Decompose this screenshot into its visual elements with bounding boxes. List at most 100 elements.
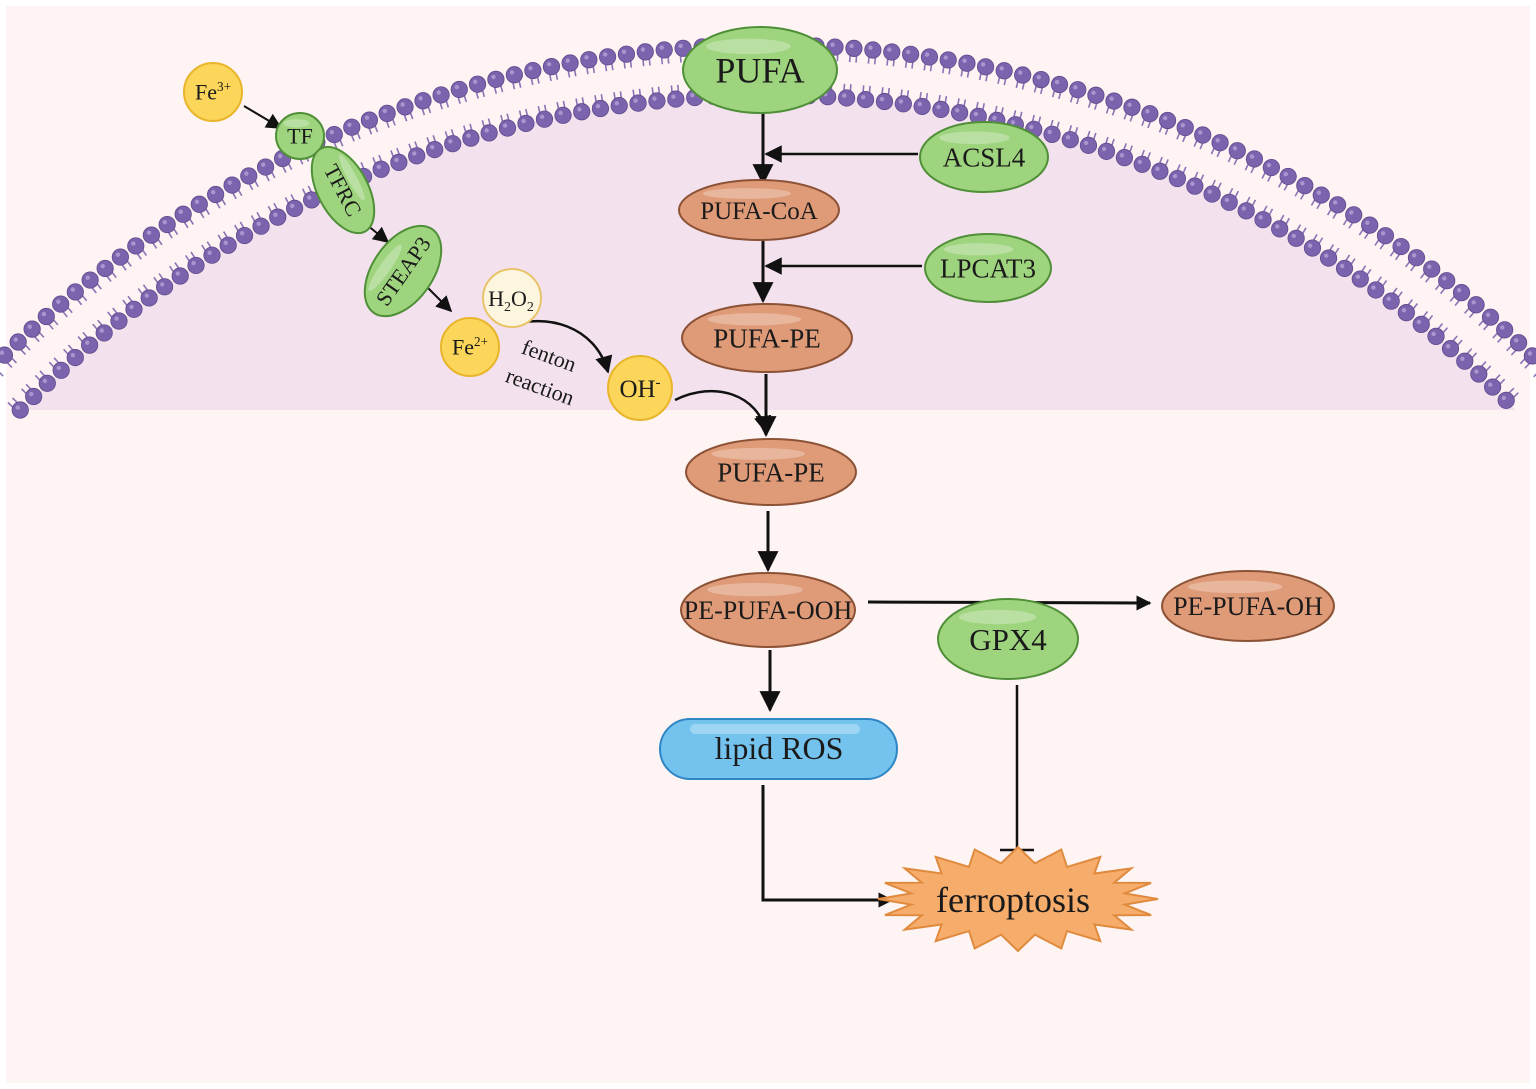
lipid-head <box>1194 126 1212 144</box>
node-pe-pufa-oh-shape <box>1161 570 1335 642</box>
lipid-head <box>1133 155 1151 173</box>
lipid-head-highlight <box>85 275 90 280</box>
lipid-head <box>1211 134 1229 152</box>
lipid-head-highlight <box>1172 173 1178 179</box>
lipid-head-highlight <box>1411 253 1417 258</box>
lipid-head-highlight <box>1339 263 1345 269</box>
lipid-head <box>1186 177 1204 195</box>
lipid-head-highlight <box>1442 276 1447 281</box>
lipid-head <box>1351 270 1369 288</box>
lipid-head <box>432 86 450 104</box>
lipid-head <box>920 48 939 66</box>
node-pe-pufa-ooh-shape <box>680 572 856 648</box>
lipid-head <box>1467 296 1485 314</box>
lipid-head-highlight <box>1266 162 1272 168</box>
lipid-head <box>187 256 205 275</box>
lipid-head <box>674 39 692 57</box>
lipid-head <box>1228 142 1246 160</box>
lipid-head-highlight <box>418 96 423 101</box>
lipid-head-highlight <box>1300 181 1305 186</box>
lipid-head-highlight <box>690 92 695 98</box>
node-tf-label: TF <box>287 124 313 149</box>
lipid-head <box>1287 229 1305 247</box>
lipid-head-highlight <box>42 378 48 384</box>
lipid-head-highlight <box>528 65 533 71</box>
lipid-head-highlight <box>223 240 228 246</box>
lipid-head-highlight <box>347 122 352 127</box>
lipid-head <box>171 267 189 285</box>
lipid-head-highlight <box>678 43 683 49</box>
lipid-head <box>1151 162 1169 180</box>
lipid-head-highlight <box>906 49 911 55</box>
lipid-head <box>875 92 894 111</box>
lipid-head <box>629 94 647 112</box>
node-oh-label: OH- <box>619 375 660 403</box>
lipid-head-highlight <box>887 47 892 52</box>
node-lpcat3-label: LPCAT3 <box>940 253 1036 283</box>
lipid-head-highlight <box>277 153 283 159</box>
lipid-head <box>655 41 673 59</box>
lipid-head-highlight <box>652 96 657 101</box>
lipid-head-highlight <box>466 133 471 138</box>
lipid-head <box>1427 327 1445 345</box>
lipid-head-highlight <box>1224 197 1230 203</box>
lipid-head <box>913 97 931 116</box>
lipid-head-highlight <box>1283 171 1288 177</box>
lipid-head-highlight <box>85 340 90 345</box>
lipid-head-highlight <box>962 58 967 64</box>
node-fe2-superscript: 2+ <box>474 334 488 349</box>
node-pufa-coa-label: PUFA-CoA <box>700 198 818 225</box>
lipid-head-highlight <box>256 221 261 227</box>
lipid-head <box>535 110 554 128</box>
lipid-head <box>235 226 254 245</box>
lipid-head-highlight <box>614 101 620 106</box>
lipid-head <box>1061 131 1079 149</box>
node-fe2-shape <box>440 317 500 377</box>
lipid-head <box>190 195 208 213</box>
lipid-head-highlight <box>1471 300 1476 305</box>
node-lipid-ros-highlight <box>690 724 860 734</box>
node-pe-pufa-oh-highlight <box>1187 580 1283 594</box>
lipid-head <box>1470 365 1488 383</box>
lipid-head-highlight <box>115 252 121 257</box>
lipid-head-highlight <box>1316 190 1322 195</box>
node-fe2-base: Fe <box>452 335 474 360</box>
node-pe-pufa-oh: PE-PUFA-OH <box>1161 570 1335 642</box>
lipid-head <box>856 90 875 109</box>
node-ferroptosis: ferroptosis <box>877 845 1159 953</box>
lipid-head-highlight <box>1018 70 1023 75</box>
node-pufa-coa: PUFA-CoA <box>678 179 840 241</box>
h2o2-sub1: 2 <box>504 300 511 315</box>
lipid-head <box>1397 304 1415 322</box>
lipid-head-highlight <box>849 43 854 49</box>
node-oh: OH- <box>607 355 673 421</box>
lipid-head <box>396 98 414 116</box>
lipid-head-highlight <box>980 62 986 67</box>
lipid-head-highlight <box>1241 206 1247 211</box>
node-pufa-coa-shape <box>678 179 840 241</box>
node-gpx4-highlight <box>959 609 1036 625</box>
node-oh-shape <box>607 355 673 421</box>
lipid-head <box>617 45 636 63</box>
node-pufa-pe-1: PUFA-PE <box>681 303 853 373</box>
lipid-head <box>1097 142 1116 160</box>
lipid-head <box>1412 315 1430 333</box>
lipid-head <box>599 48 617 66</box>
lipid-head-highlight <box>260 162 266 167</box>
lipid-head <box>125 300 143 318</box>
nodes: PUFAACSL4PUFA-CoALPCAT3PUFA-PEPUFA-PEPE-… <box>183 26 1335 953</box>
node-pufa-label: PUFA <box>715 51 804 91</box>
lipid-head-highlight <box>1145 109 1150 114</box>
lipid-head <box>995 62 1013 80</box>
lipid-head <box>1345 206 1363 224</box>
lipid-head <box>1510 334 1528 352</box>
lipid-head <box>25 387 43 406</box>
lipid-head <box>1497 391 1515 409</box>
lipid-head <box>127 237 145 255</box>
lipid-head <box>240 167 258 185</box>
cell-interior <box>20 95 1516 411</box>
lipid-head <box>1423 260 1441 278</box>
lipid-head <box>939 51 957 69</box>
node-fe2: Fe2+ <box>440 317 500 377</box>
lipid-head-highlight <box>1527 351 1533 356</box>
